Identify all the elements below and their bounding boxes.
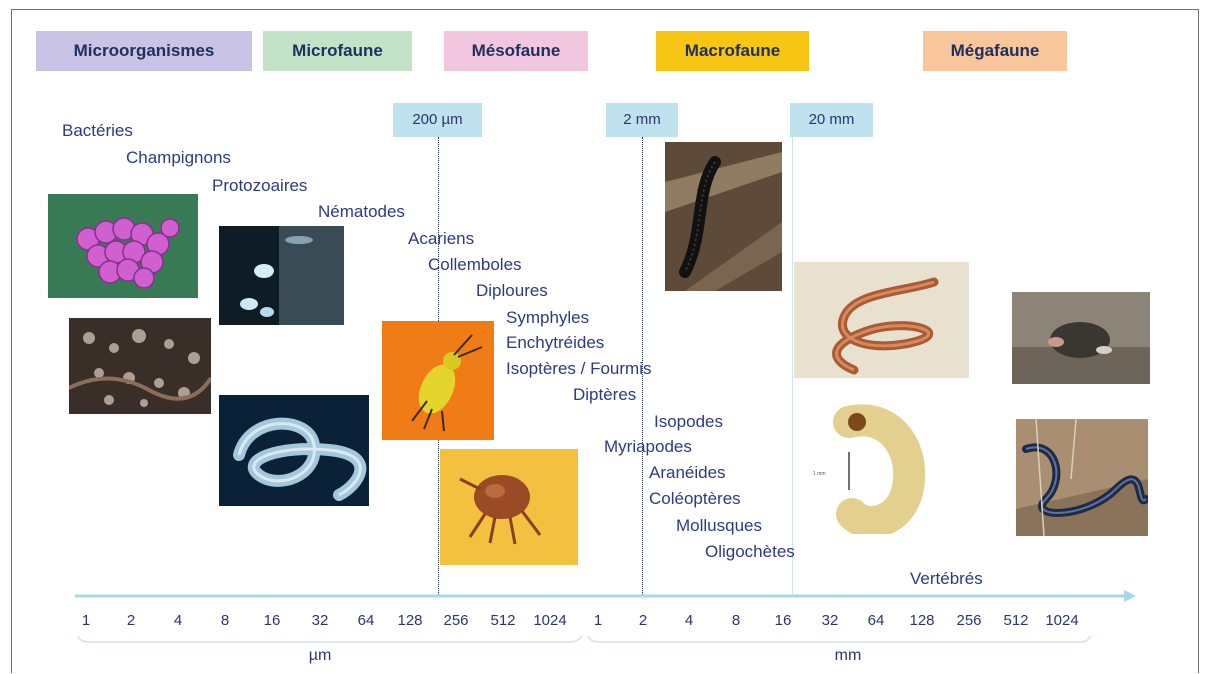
category-microfaune: Microfaune [263, 31, 412, 71]
organism-acariens: Acariens [408, 229, 474, 249]
tick-mm-64: 64 [868, 612, 885, 629]
tick-mm-256: 256 [956, 612, 981, 629]
tick-um-512: 512 [490, 612, 515, 629]
tick-mm-4: 4 [685, 612, 693, 629]
organism-mollusques: Mollusques [676, 516, 762, 536]
organism-bacteries: Bactéries [62, 121, 133, 141]
nematode-photo [219, 395, 369, 506]
category-mesofaune: Mésofaune [444, 31, 588, 71]
organism-collemboles: Collemboles [428, 255, 522, 275]
organism-vertebres: Vertébrés [910, 569, 983, 589]
mite-photo [440, 449, 578, 565]
organism-araneides: Aranéides [649, 463, 726, 483]
organism-dipteres: Diptères [573, 385, 636, 405]
tick-um-4: 4 [174, 612, 182, 629]
organism-oligochetes: Oligochètes [705, 542, 795, 562]
springtail-photo [382, 321, 494, 440]
tick-um-8: 8 [221, 612, 229, 629]
mole-photo [1012, 292, 1150, 384]
tick-mm-8: 8 [732, 612, 740, 629]
snake-photo [1016, 419, 1148, 536]
tick-mm-1024: 1024 [1045, 612, 1078, 629]
threshold-line-20mm [792, 137, 793, 595]
tick-um-1024: 1024 [533, 612, 566, 629]
fungi-photo [69, 318, 211, 414]
organism-isopteres-fourmis: Isoptères / Fourmis [506, 359, 652, 379]
tick-mm-512: 512 [1003, 612, 1028, 629]
tick-mm-16: 16 [775, 612, 792, 629]
tick-um-16: 16 [264, 612, 281, 629]
svg-text:1 mm: 1 mm [813, 471, 826, 477]
tick-mm-2: 2 [639, 612, 647, 629]
organism-enchytreides: Enchytréides [506, 333, 604, 353]
organism-isopodes: Isopodes [654, 412, 723, 432]
organism-myriapodes: Myriapodes [604, 437, 692, 457]
tick-um-1: 1 [82, 612, 90, 629]
tick-um-256: 256 [443, 612, 468, 629]
category-microorganismes: Microorganismes [36, 31, 252, 71]
tick-um-64: 64 [358, 612, 375, 629]
organism-protozoaires: Protozoaires [212, 176, 307, 196]
tick-mm-1: 1 [594, 612, 602, 629]
tick-um-128: 128 [397, 612, 422, 629]
organism-diploures: Diploures [476, 281, 548, 301]
organism-coleopteres: Coléoptères [649, 489, 741, 509]
threshold-2mm: 2 mm [606, 103, 678, 137]
tick-mm-32: 32 [822, 612, 839, 629]
organism-symphyles: Symphyles [506, 308, 589, 328]
unit-label-mm: mm [835, 647, 862, 665]
threshold-200um: 200 µm [393, 103, 482, 137]
category-megafaune: Mégafaune [923, 31, 1067, 71]
organism-nematodes: Nématodes [318, 202, 405, 222]
organism-champignons: Champignons [126, 148, 231, 168]
millipede-photo [665, 142, 782, 291]
tick-um-2: 2 [127, 612, 135, 629]
category-macrofaune: Macrofaune [656, 31, 809, 71]
unit-label-um: µm [309, 647, 332, 665]
grub-photo: 1 mm [807, 402, 927, 534]
protozoa-photo [219, 226, 344, 325]
earthworm-photo [794, 262, 969, 378]
tick-mm-128: 128 [909, 612, 934, 629]
tick-um-32: 32 [312, 612, 329, 629]
bacteria-photo [48, 194, 198, 298]
threshold-20mm: 20 mm [790, 103, 873, 137]
